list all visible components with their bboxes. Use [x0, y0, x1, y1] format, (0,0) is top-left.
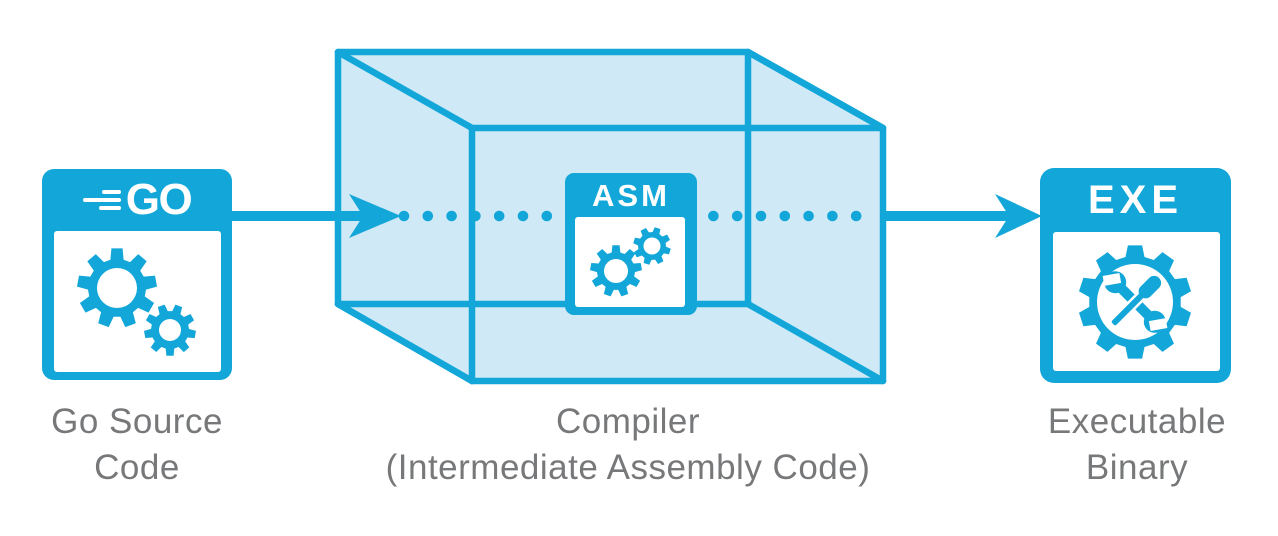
asm-header: ASM: [565, 173, 697, 217]
go-logo: GO: [42, 169, 232, 231]
exe-header: EXE: [1040, 168, 1231, 232]
exe-badge-text: EXE: [1087, 178, 1184, 222]
arrowhead-icon: [995, 194, 1042, 238]
asm-panel: [575, 217, 685, 307]
go-source-box: GO: [42, 169, 232, 380]
gears-icon: [77, 248, 196, 356]
go-logo-text: GO: [125, 175, 193, 224]
executable-binary-box: EXE: [1040, 168, 1231, 383]
arrowhead-icon: [349, 194, 401, 238]
arrow-go-to-compiler: [232, 194, 401, 238]
cube-edges: [334, 48, 887, 385]
compiler-label: Compiler (Intermediate Assembly Code): [385, 402, 871, 487]
gear-and-tools-icon: [1079, 245, 1191, 359]
screwdriver-icon: [1109, 273, 1164, 328]
executable-binary-label: Executable Binary: [1047, 402, 1227, 487]
wrench-screwdriver-icon: [1102, 271, 1168, 333]
gear-pair-icon: [590, 227, 671, 297]
arrow-compiler-to-exe: [884, 194, 1042, 238]
go-speed-lines-icon: [82, 189, 121, 211]
compiler-asm-box: ASM: [565, 173, 697, 315]
exe-panel: [1053, 232, 1220, 371]
asm-badge-text: ASM: [592, 177, 670, 213]
go-source-label: Go Source Code: [51, 402, 223, 487]
go-source-panel: [54, 231, 221, 372]
